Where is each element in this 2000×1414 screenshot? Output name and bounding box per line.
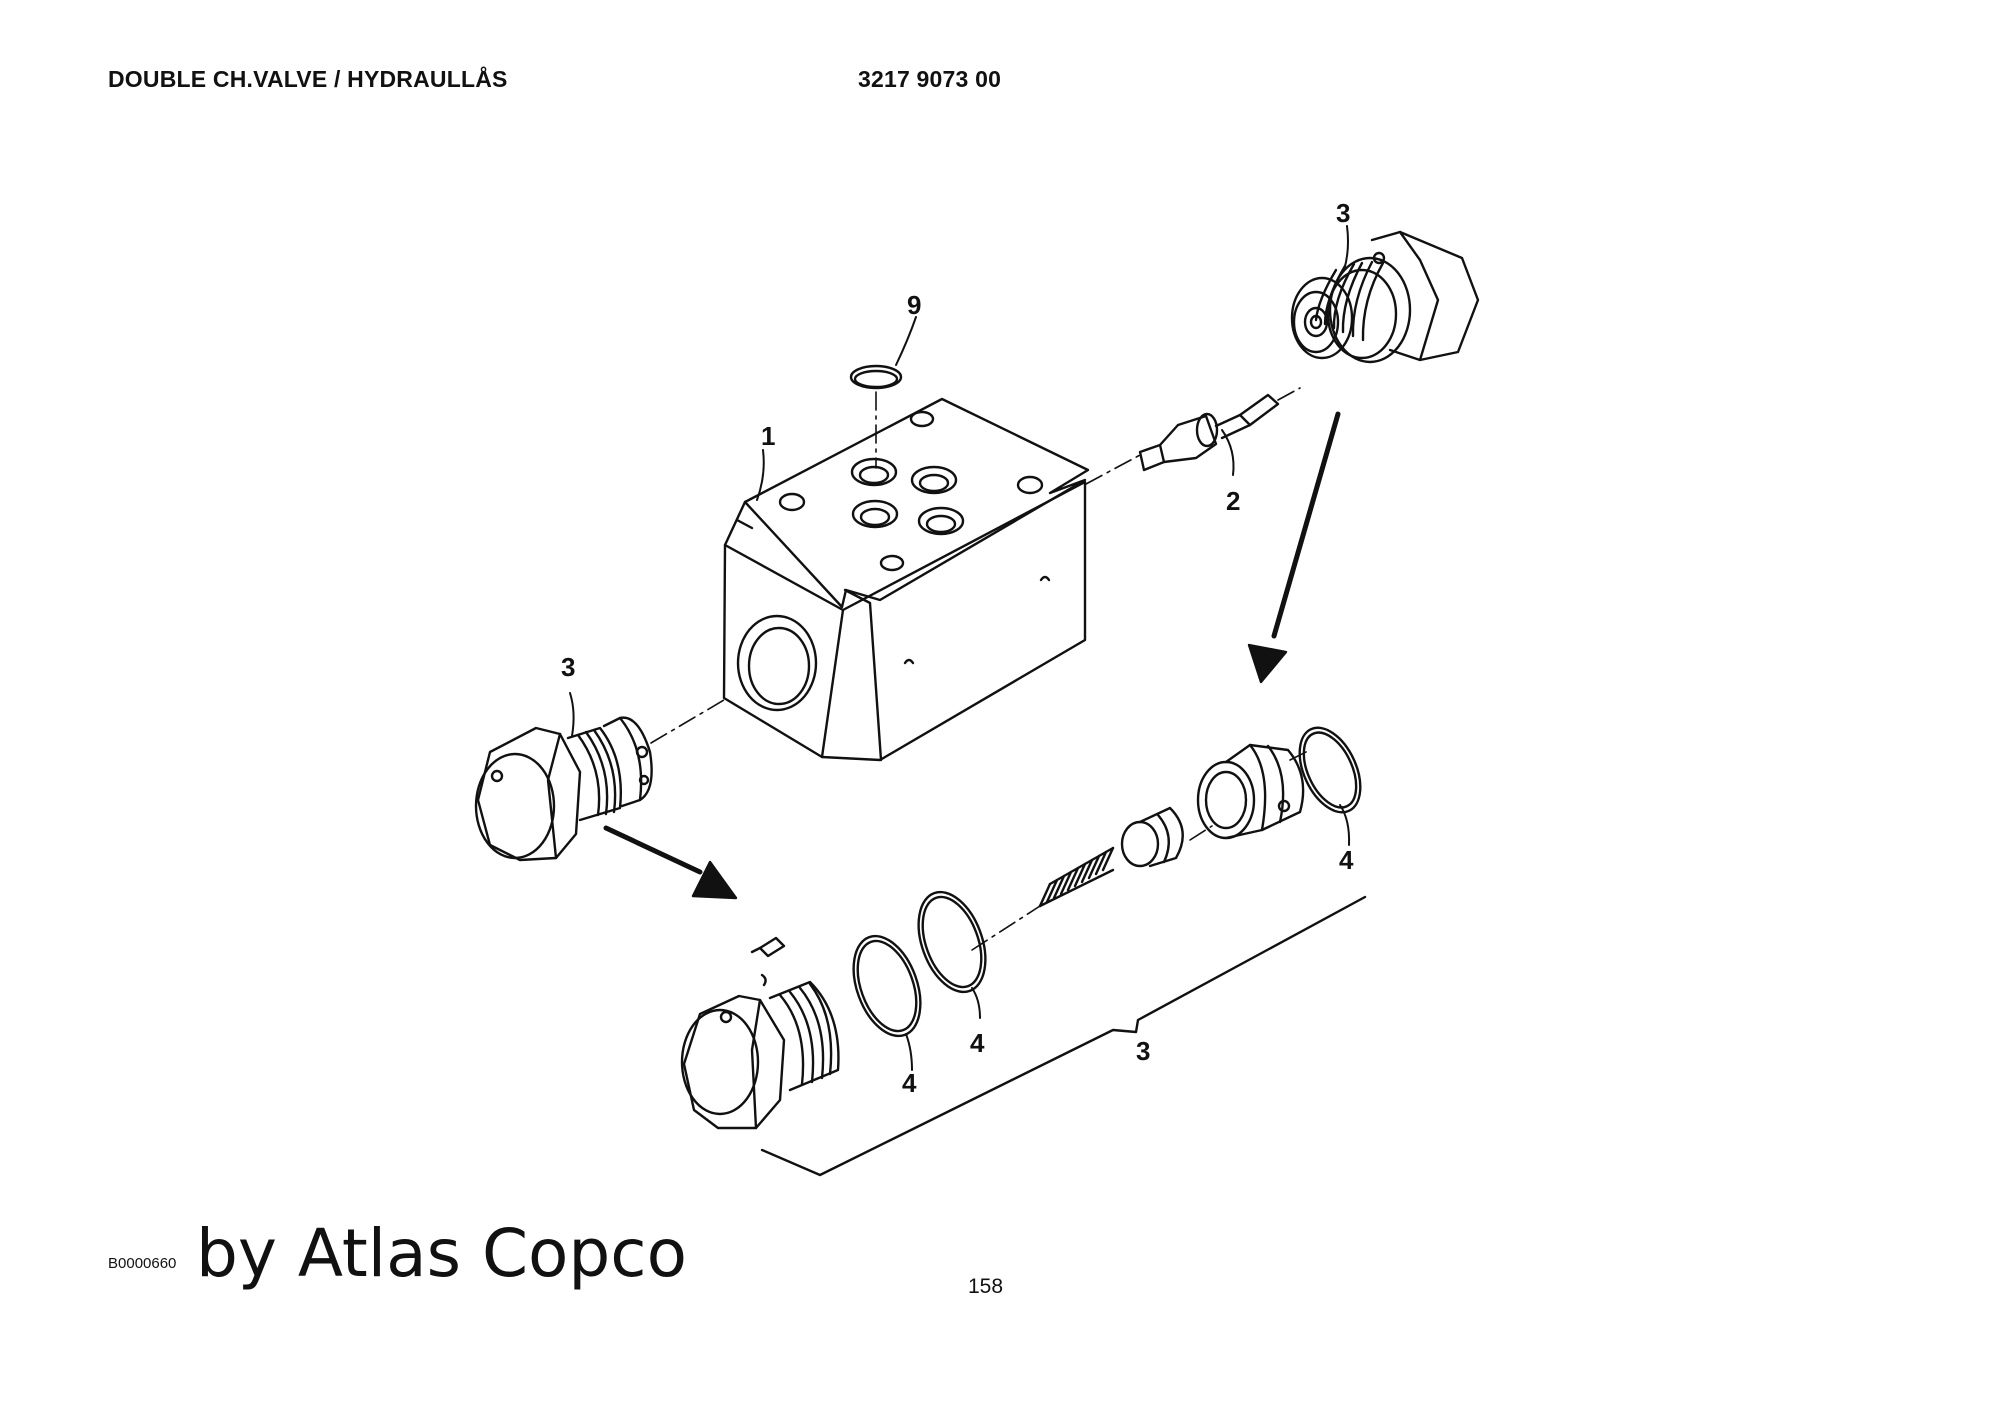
callout-9: 9	[907, 290, 921, 320]
valve-body	[722, 397, 1090, 762]
arrow-down	[1247, 411, 1341, 684]
check-poppet	[1138, 393, 1280, 472]
callout-3-top: 3	[1336, 198, 1350, 228]
seat-housing	[1196, 743, 1305, 840]
cartridge-assembly-top	[1290, 230, 1480, 364]
cartridge-assembly-left	[474, 716, 653, 862]
poppet-sleeve	[1120, 806, 1184, 868]
callout-2: 2	[1226, 486, 1240, 516]
figure-code: B0000660	[108, 1255, 177, 1272]
part-number: 3217 9073 00	[858, 66, 1002, 92]
callout-4-mid: 4	[970, 1028, 985, 1058]
o-ring-9	[849, 364, 903, 390]
assembly-bracket	[760, 895, 1367, 1177]
o-ring-4-mid	[917, 890, 987, 994]
callout-1: 1	[761, 421, 775, 451]
plug-exploded	[680, 936, 840, 1130]
callout-4-left: 4	[902, 1068, 917, 1098]
o-ring-4-left	[852, 934, 922, 1038]
spring	[1038, 846, 1115, 908]
callout-4-right: 4	[1339, 845, 1354, 875]
center-lines	[650, 387, 1311, 951]
callout-3-bracket: 3	[1136, 1036, 1150, 1066]
o-ring-4-right	[1298, 726, 1362, 814]
page-number: 158	[968, 1275, 1004, 1298]
arrow-right	[603, 825, 738, 900]
page-title: DOUBLE CH.VALVE / HYDRAULLÅS	[108, 66, 508, 92]
leader-lines	[569, 225, 1351, 1071]
brand-text: by Atlas Copco	[196, 1215, 687, 1292]
callout-3-left: 3	[561, 652, 575, 682]
